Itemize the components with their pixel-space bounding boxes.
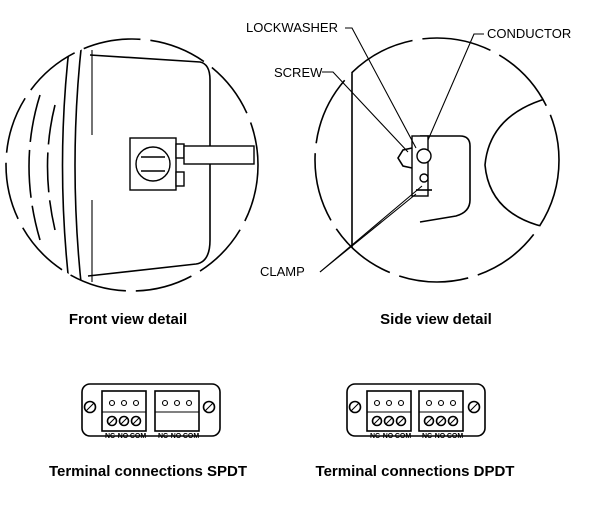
- front-view-detail: Front view detail: [5, 38, 259, 328]
- side-view-detail: LOCKWASHER CONDUCTOR SCREW CLAMP Side vi…: [246, 20, 571, 328]
- dpdt-terminal-label: NC: [370, 433, 380, 440]
- dpdt-terminal-label: NO: [435, 433, 446, 440]
- dpdt-terminal-block-1: [366, 390, 412, 432]
- dpdt-terminal-block-2: [418, 390, 464, 432]
- clamp-label: CLAMP: [260, 264, 305, 279]
- lockwasher-label: LOCKWASHER: [246, 20, 338, 35]
- front-terminal-block: [129, 137, 255, 191]
- spdt-terminal-label: NC: [105, 433, 115, 440]
- spdt-terminal-block-unused: [154, 390, 200, 432]
- dpdt-terminal-label: NC: [422, 433, 432, 440]
- screw-label: SCREW: [274, 65, 323, 80]
- dpdt-terminal-label: COM: [395, 433, 412, 440]
- front-view-caption: Front view detail: [69, 311, 187, 328]
- spdt-mount-screw-left-icon: [83, 400, 97, 414]
- side-view-leaders: [319, 27, 484, 273]
- spdt-terminal-label: COM: [183, 433, 200, 440]
- spdt-terminal-label: NC: [158, 433, 168, 440]
- spdt-mount-screw-right-icon: [202, 400, 216, 414]
- dpdt-terminal-board: NC NO COM NC NO COM Terminal connections…: [316, 383, 515, 480]
- dpdt-mount-screw-left-icon: [348, 400, 362, 414]
- spdt-terminal-board: NC NO COM NC NO COM Terminal connections…: [49, 383, 247, 480]
- dpdt-terminal-label: COM: [447, 433, 464, 440]
- spdt-caption: Terminal connections SPDT: [49, 463, 247, 480]
- conductor-label: CONDUCTOR: [487, 26, 571, 41]
- spdt-terminal-label: NO: [171, 433, 182, 440]
- dpdt-mount-screw-right-icon: [467, 400, 481, 414]
- side-view-caption: Side view detail: [380, 311, 492, 328]
- dpdt-terminal-label: NO: [383, 433, 394, 440]
- spdt-terminal-label: COM: [130, 433, 147, 440]
- spdt-terminal-block-wired: [101, 390, 147, 432]
- spdt-terminal-label: NO: [118, 433, 129, 440]
- dpdt-caption: Terminal connections DPDT: [316, 463, 515, 480]
